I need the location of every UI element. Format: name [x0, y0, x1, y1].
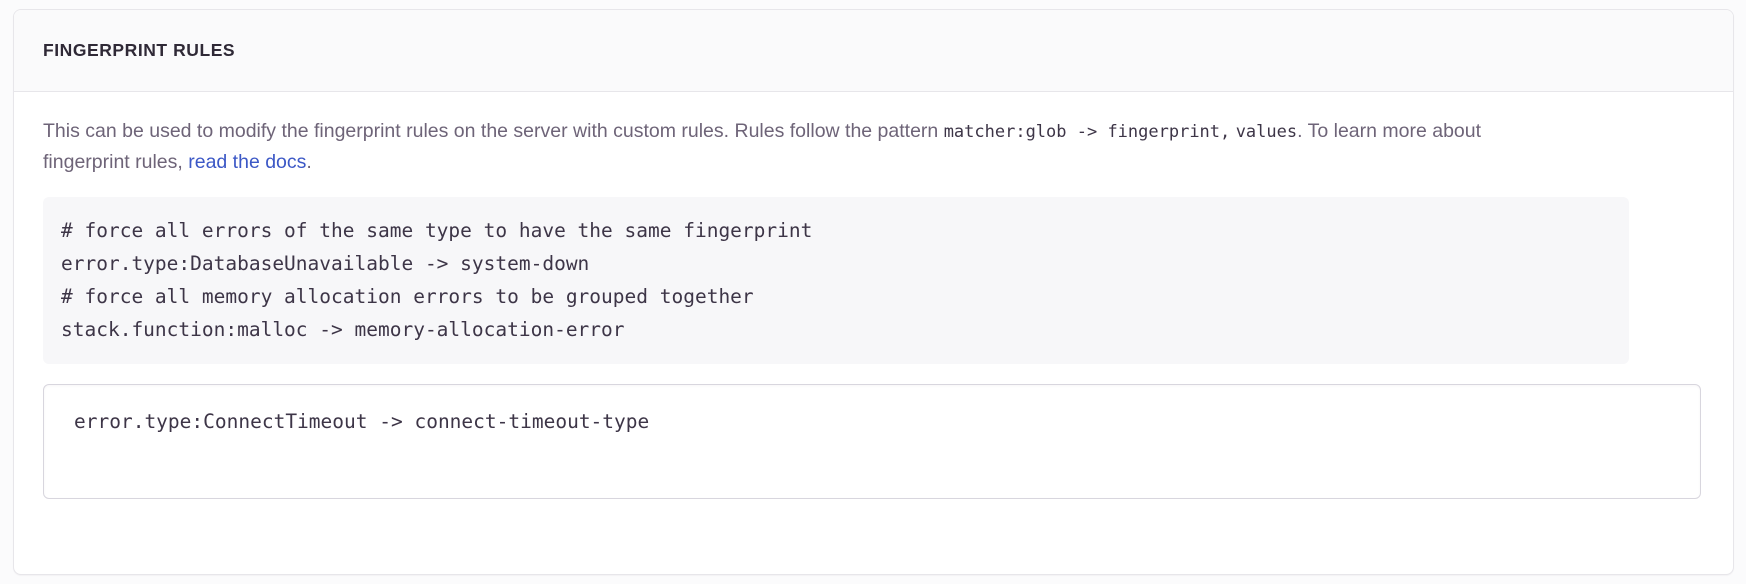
- panel-header: FINGERPRINT RULES: [14, 10, 1733, 92]
- panel-body: This can be used to modify the fingerpri…: [14, 92, 1733, 499]
- code-line: # force all errors of the same type to h…: [61, 219, 813, 242]
- code-line: stack.function:malloc -> memory-allocati…: [61, 318, 625, 341]
- panel-description: This can be used to modify the fingerpri…: [43, 116, 1483, 177]
- read-the-docs-link[interactable]: read the docs: [188, 151, 307, 173]
- description-text-part3: .: [306, 151, 312, 173]
- code-line: error.type:DatabaseUnavailable -> system…: [61, 252, 590, 275]
- description-text-part2: . To learn more about fingerprint rules,: [43, 120, 1482, 173]
- fingerprint-rules-textarea[interactable]: [43, 384, 1701, 499]
- example-rules-code-block: # force all errors of the same type to h…: [43, 197, 1629, 364]
- description-text-part1: This can be used to modify the fingerpri…: [43, 120, 944, 142]
- inline-code-values: values: [1235, 122, 1298, 142]
- page-title: FINGERPRINT RULES: [43, 39, 236, 60]
- fingerprint-rules-panel: FINGERPRINT RULES This can be used to mo…: [13, 9, 1734, 575]
- code-line: # force all memory allocation errors to …: [61, 285, 754, 308]
- inline-code-pattern: matcher:glob -> fingerprint,: [943, 122, 1231, 142]
